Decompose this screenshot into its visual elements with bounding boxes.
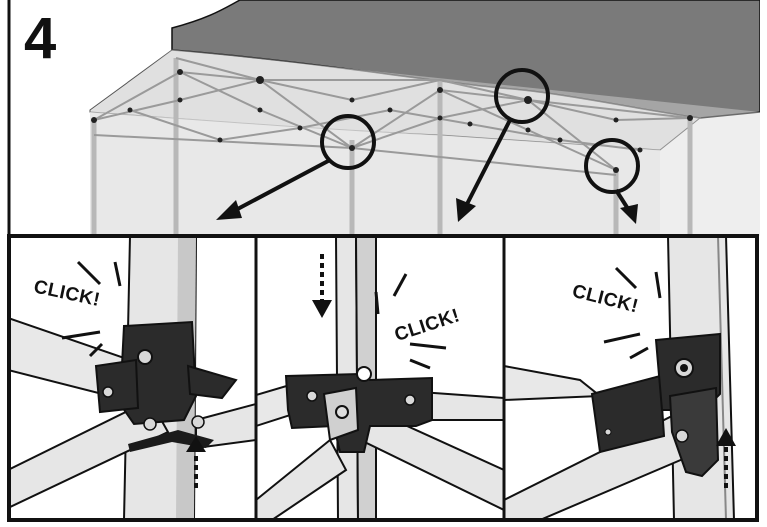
push-arrow-up	[716, 428, 736, 488]
click-lines	[603, 266, 662, 360]
callout-circle-middle	[494, 68, 550, 124]
bolt	[335, 405, 349, 419]
panel-borders	[7, 234, 759, 522]
detail-panel-middle: CLICK!	[256, 236, 504, 520]
pointer-arrows	[216, 119, 638, 224]
callout-circle-left	[320, 114, 376, 170]
click-lines	[374, 273, 447, 370]
slider-bracket	[284, 372, 433, 453]
hinge-plate	[668, 386, 720, 478]
bolt	[137, 349, 153, 365]
clip-latch	[128, 430, 214, 452]
detail-panel-left: CLICK!	[8, 236, 256, 520]
detail-panel-right: CLICK!	[504, 236, 758, 520]
truss-joints	[91, 69, 693, 173]
strut-diagonal	[8, 398, 170, 510]
canopy-overview	[89, 0, 760, 236]
callout-circle-right	[584, 138, 640, 194]
step-number: 4	[24, 6, 56, 71]
click-lines	[61, 260, 122, 358]
push-arrow-up	[186, 436, 206, 488]
push-arrow-down	[312, 254, 332, 318]
strut-lower-left	[256, 438, 348, 520]
